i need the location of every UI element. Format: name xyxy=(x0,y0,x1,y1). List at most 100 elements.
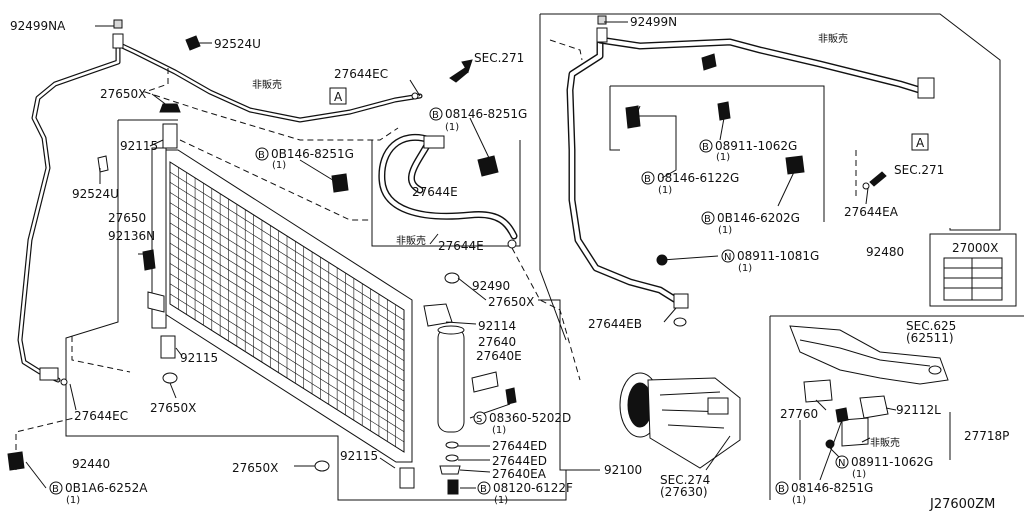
label-27644E-lower: 27644E xyxy=(438,239,484,253)
label-sec625: SEC.625 xyxy=(906,319,956,333)
ref-box-A-left xyxy=(329,87,347,105)
sec271-arrow-b-icon xyxy=(869,171,887,187)
label-92524U-top: 92524U xyxy=(214,37,261,51)
ref-box-A-right xyxy=(911,133,929,151)
fitting-27644E-top-icon xyxy=(423,135,445,149)
bolt-08911-1062G-icon xyxy=(717,101,731,121)
liquid-pipe-92440 xyxy=(17,41,121,383)
marker-N-2: N xyxy=(838,458,845,469)
label-92524U-left: 92524U xyxy=(72,187,119,201)
hose-group-92480 xyxy=(539,13,1001,341)
mount-92115-mid-icon xyxy=(160,335,176,359)
label-hihanbai-center: 非販売 xyxy=(396,234,426,247)
label-27650X-lower: 27650X xyxy=(150,401,196,415)
bracket-0B146-6202G-icon xyxy=(785,155,805,175)
marker-B-7: B xyxy=(704,214,711,225)
label-08146-8251G-bottom: 08146-8251G xyxy=(791,481,873,495)
marker-S-1: S xyxy=(476,414,482,425)
label-08146-8251G-bottom-qty: (1) xyxy=(792,495,806,506)
bolt-0B146-8251G-left-icon xyxy=(331,173,349,193)
label-08146-8251G-center: 08146-8251G xyxy=(445,107,527,121)
label-92114: 92114 xyxy=(478,319,516,333)
label-hihanbai-right: 非販売 xyxy=(818,32,848,45)
label-08911-1062G-bottom: 08911-1062G xyxy=(851,455,933,469)
label-92480: 92480 xyxy=(866,245,904,259)
label-92499NA: 92499NA xyxy=(10,19,66,33)
label-92440: 92440 xyxy=(72,457,110,471)
label-sec271-left: SEC.271 xyxy=(474,51,524,65)
bracket-27760-icon xyxy=(803,379,833,403)
label-hihanbai-bottom-right: 非販売 xyxy=(870,436,900,449)
label-08120-6122F: 08120-6122F xyxy=(493,481,573,495)
mount-27650X-icon xyxy=(159,103,181,113)
bolt-08146-8251G-center-icon xyxy=(477,155,499,177)
label-08911-1062G-top: 08911-1062G xyxy=(715,139,797,153)
mount-92115-top-icon xyxy=(162,123,178,149)
marker-B-4: B xyxy=(52,484,59,495)
diagram-code: J27600ZM xyxy=(929,497,995,512)
label-27650X-bottom: 27650X xyxy=(232,461,278,475)
label-27640: 27640 xyxy=(478,335,516,349)
label-0B1A6-6252A-qty: (1) xyxy=(66,495,80,506)
o-ring-27644ED-b-icon xyxy=(445,454,459,462)
label-92115-mid: 92115 xyxy=(180,351,218,365)
label-sec625-sub: (62511) xyxy=(906,331,954,345)
bracket-92114-icon xyxy=(423,303,453,327)
label-27718P: 27718P xyxy=(964,429,1009,443)
compressor-92100 xyxy=(619,372,741,469)
label-sec271-right: SEC.271 xyxy=(894,163,944,177)
bolt-08146-6122G-icon xyxy=(625,105,641,129)
sensor-27718P-icon xyxy=(841,417,869,447)
label-92490: 92490 xyxy=(472,279,510,293)
bolt-0B1A6-icon xyxy=(7,451,25,471)
mount-92115-bottom-icon xyxy=(399,467,415,489)
marker-B-8: B xyxy=(778,484,785,495)
label-27644EC-lower: 27644EC xyxy=(74,409,128,423)
label-92136N: 92136N xyxy=(108,229,155,243)
label-27644EC-top: 27644EC xyxy=(334,67,388,81)
label-27650X-right: 27650X xyxy=(488,295,534,309)
o-ring-27644ED-a-icon xyxy=(445,441,459,449)
label-08360-5202D-qty: (1) xyxy=(492,425,506,436)
bolt-08120-icon xyxy=(447,479,459,495)
label-27640EA: 27640EA xyxy=(492,467,547,481)
label-08146-8251G-center-qty: (1) xyxy=(445,122,459,133)
leader-lines xyxy=(25,21,897,489)
label-27760: 27760 xyxy=(780,407,818,421)
marker-B-6: B xyxy=(644,174,651,185)
clip-92524U-icon xyxy=(185,35,201,51)
label-08911-1081G: 08911-1081G xyxy=(737,249,819,263)
label-0B146-6202G-qty: (1) xyxy=(718,225,732,236)
marker-B-2: B xyxy=(258,150,265,161)
labels: 92499NA 92524U 27644EC SEC.271 非販売 A 276… xyxy=(10,15,1009,512)
clip-upper-hose-icon xyxy=(701,53,717,71)
label-27000X: 27000X xyxy=(952,241,998,255)
fitting-27644EC-lower-icon xyxy=(39,367,59,381)
plug-27640EA-icon xyxy=(439,465,461,475)
label-92100: 92100 xyxy=(604,463,642,477)
label-08146-6122G: 08146-6122G xyxy=(657,171,739,185)
o-ring-27644E-bottom-icon xyxy=(507,239,517,249)
bolt-08146-8251G-b-icon xyxy=(835,407,849,423)
condenser-27650 xyxy=(161,149,413,463)
left-panel xyxy=(7,19,567,501)
label-92115-top: 92115 xyxy=(120,139,158,153)
washer-27650X-lower-icon xyxy=(162,372,178,384)
label-box-A-left: A xyxy=(334,90,343,104)
fitting-right-end-icon xyxy=(917,77,935,99)
cap-92499NA-icon xyxy=(112,33,124,49)
clamp-27640E-icon xyxy=(471,371,499,393)
sensor-92136N-icon xyxy=(142,249,156,271)
label-hihanbai-top-left: 非販売 xyxy=(252,78,282,91)
marker-B-5: B xyxy=(702,142,709,153)
hose-upper-left xyxy=(115,41,423,123)
label-0B146-6202G: 0B146-6202G xyxy=(717,211,800,225)
washer-27650X-bottom-icon xyxy=(314,460,330,472)
label-0B146-8251G-left-qty: (1) xyxy=(272,160,286,171)
label-box-A-right: A xyxy=(916,136,925,150)
label-0B1A6-6252A: 0B1A6-6252A xyxy=(65,481,148,495)
label-sec274-sub: (27630) xyxy=(660,485,708,499)
o-ring-27644EC-icon xyxy=(411,92,419,100)
label-08911-1081G-qty: (1) xyxy=(738,263,752,274)
